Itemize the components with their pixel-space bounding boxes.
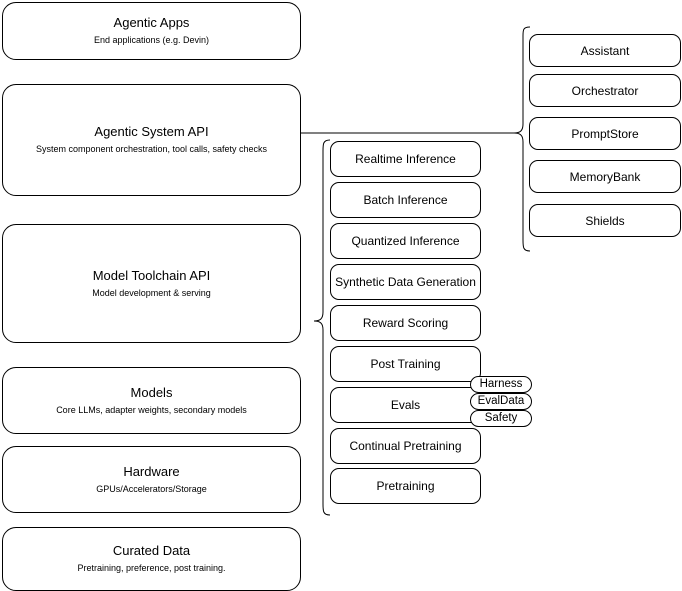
layer-box-curated-data[interactable]: Curated Data Pretraining, preference, po… (2, 527, 301, 591)
component-quantized-inference[interactable]: Quantized Inference (330, 223, 481, 259)
connector-agentic-system-to-components (300, 126, 516, 140)
component-promptstore[interactable]: PromptStore (529, 117, 681, 150)
evals-subcomponent-harness[interactable]: Harness (470, 376, 532, 393)
brace-agentic-system-components (513, 26, 531, 252)
component-label: Pretraining (376, 479, 435, 493)
component-label: Reward Scoring (362, 316, 449, 330)
component-label: PromptStore (571, 126, 639, 141)
component-shields[interactable]: Shields (529, 204, 681, 237)
evals-subcomponent-label: Harness (479, 378, 523, 390)
layer-description: GPUs/Accelerators/Storage (96, 483, 207, 494)
component-post-training[interactable]: Post Training (330, 346, 481, 382)
layer-description: End applications (e.g. Devin) (93, 35, 210, 45)
component-pretraining[interactable]: Pretraining (330, 468, 481, 504)
component-label: Post Training (370, 357, 441, 371)
layer-title: Model Toolchain API (92, 267, 211, 283)
component-reward-scoring[interactable]: Reward Scoring (330, 305, 481, 341)
brace-model-toolchain-components (313, 139, 331, 517)
layer-description: Model development & serving (92, 287, 211, 298)
component-realtime-inference[interactable]: Realtime Inference (330, 141, 481, 177)
component-label: Quantized Inference (351, 234, 460, 248)
layer-description: Core LLMs, adapter weights, secondary mo… (56, 404, 247, 415)
evals-subcomponent-evaldata[interactable]: EvalData (470, 393, 532, 410)
component-label: Evals (390, 398, 421, 412)
component-orchestrator[interactable]: Orchestrator (529, 74, 681, 107)
component-evals[interactable]: Evals (330, 387, 481, 423)
component-label: Continual Pretraining (349, 439, 462, 453)
layer-title: Agentic System API (94, 124, 209, 139)
component-label: Synthetic Data Generation (335, 275, 476, 289)
layer-description: Pretraining, preference, post training. (77, 563, 226, 573)
layer-description: System component orchestration, tool cal… (35, 144, 268, 154)
evals-subcomponent-label: Safety (484, 412, 518, 424)
evals-subcomponent-label: EvalData (477, 395, 525, 407)
component-label: MemoryBank (569, 169, 641, 184)
component-batch-inference[interactable]: Batch Inference (330, 182, 481, 218)
layer-title: Hardware (123, 463, 180, 479)
layer-title: Models (130, 384, 173, 400)
component-label: Batch Inference (363, 193, 448, 207)
component-label: Orchestrator (571, 83, 639, 98)
component-continual-pretraining[interactable]: Continual Pretraining (330, 428, 481, 464)
component-assistant[interactable]: Assistant (529, 34, 681, 67)
layer-title: Curated Data (112, 543, 191, 558)
layer-box-hardware[interactable]: Hardware GPUs/Accelerators/Storage (2, 446, 301, 513)
component-label: Realtime Inference (355, 152, 456, 166)
component-synthetic-data-generation[interactable]: Synthetic Data Generation (330, 264, 481, 300)
layer-box-models[interactable]: Models Core LLMs, adapter weights, secon… (2, 367, 301, 434)
component-label: Shields (585, 213, 625, 228)
layer-box-model-toolchain-api[interactable]: Model Toolchain API Model development & … (2, 224, 301, 343)
layer-title: Agentic Apps (113, 15, 190, 30)
component-memorybank[interactable]: MemoryBank (529, 160, 681, 193)
evals-subcomponent-safety[interactable]: Safety (470, 410, 532, 427)
layer-box-agentic-system-api[interactable]: Agentic System API System component orch… (2, 84, 301, 196)
component-label: Assistant (580, 43, 630, 58)
layer-box-agentic-apps[interactable]: Agentic Apps End applications (e.g. Devi… (2, 2, 301, 60)
